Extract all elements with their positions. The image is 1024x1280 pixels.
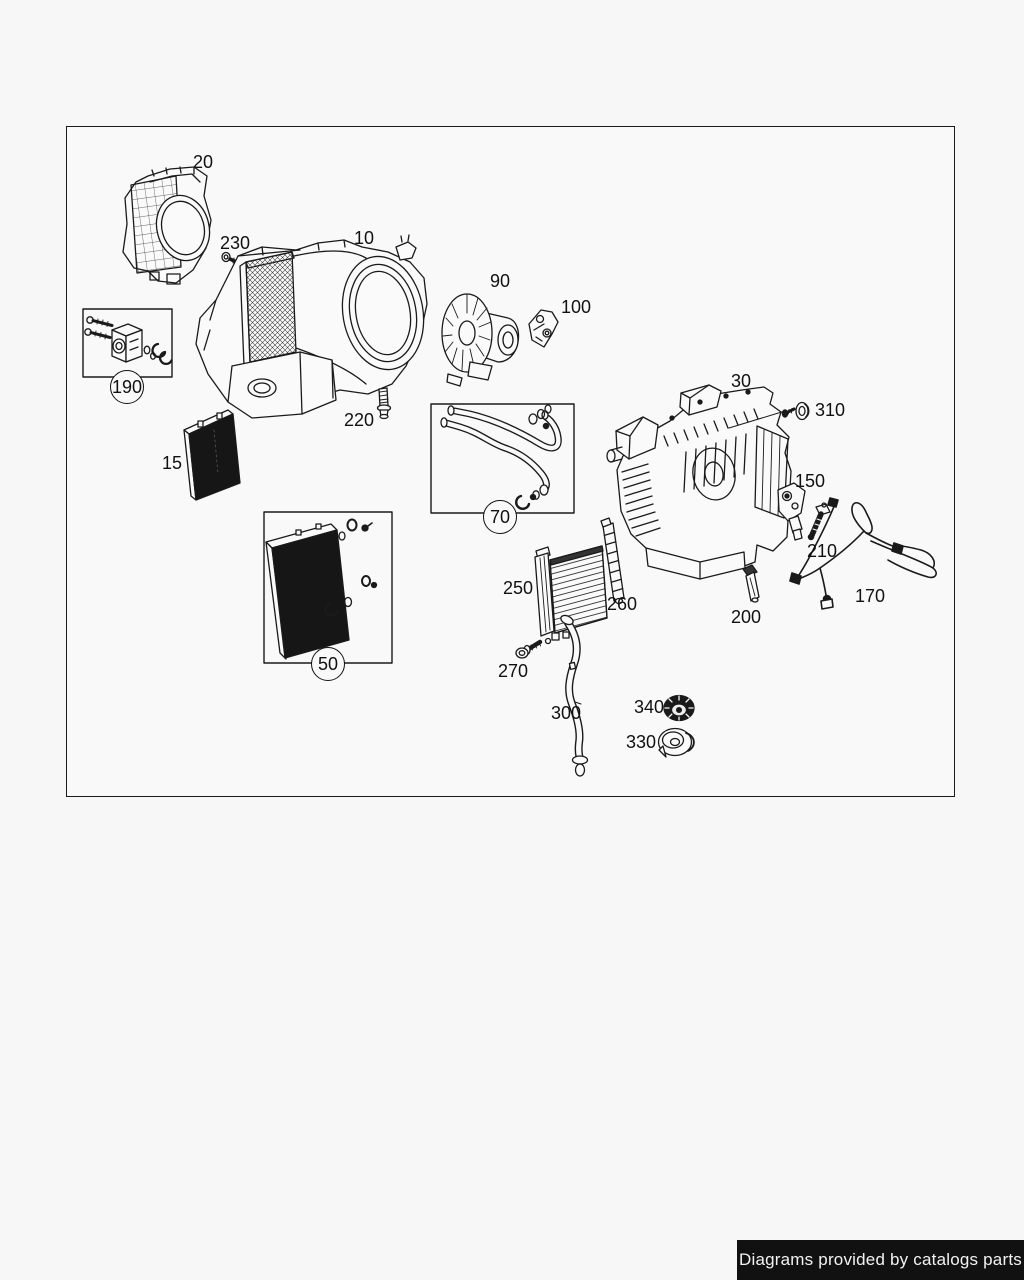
part-270-bolt-drawing bbox=[515, 639, 543, 659]
part-30-case-drawing bbox=[606, 384, 792, 580]
inset-box-190 bbox=[82, 308, 173, 378]
part-210-drawing bbox=[807, 502, 831, 541]
inset-box-70 bbox=[430, 403, 575, 514]
footer-caption-bar: Diagrams provided by catalogs parts bbox=[737, 1240, 1024, 1280]
part-250-drawing bbox=[534, 545, 608, 645]
part-260-rail-drawing bbox=[600, 517, 625, 605]
inset-box-50 bbox=[263, 511, 393, 664]
footer-caption-text: Diagrams provided by catalogs parts bbox=[739, 1250, 1022, 1269]
part-200-drawing bbox=[742, 564, 760, 603]
part-70-hoses bbox=[440, 404, 562, 510]
part-170-harness-drawing bbox=[789, 497, 937, 610]
part-20-drawing bbox=[122, 166, 212, 285]
part-300-pipe-drawing bbox=[560, 614, 589, 777]
part-190-contents bbox=[84, 316, 173, 366]
part-10-drawing bbox=[195, 234, 428, 419]
part-90-blower-drawing bbox=[441, 293, 520, 387]
part-50-contents bbox=[265, 518, 378, 660]
part-310-drawing bbox=[728, 401, 810, 429]
part-100-drawing bbox=[528, 309, 559, 348]
part-15-filter-drawing bbox=[183, 409, 241, 501]
part-340-drawing bbox=[663, 694, 695, 722]
part-220-bolt-drawing bbox=[376, 387, 392, 420]
part-150-drawing bbox=[777, 482, 806, 541]
part-330-drawing bbox=[657, 727, 695, 758]
